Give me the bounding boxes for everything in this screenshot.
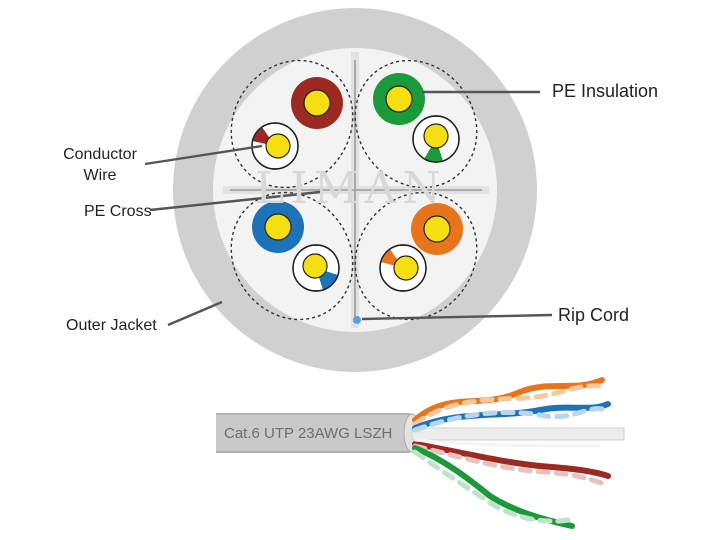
pair-outline-brown <box>230 59 354 189</box>
cable-print-text: Cat.6 UTP 23AWG LSZH <box>224 425 393 442</box>
label-pe-insulation: PE Insulation <box>552 81 659 101</box>
pair-outline-green <box>354 59 478 189</box>
label-conductor-wire: Conductor Wire <box>60 145 140 187</box>
leader-conductor <box>144 144 263 166</box>
pe-cross <box>223 52 489 328</box>
leader-rip-cord <box>361 313 553 321</box>
leader-outer-jacket <box>167 300 223 327</box>
watermark: LIMAN <box>255 163 447 214</box>
blue-pair <box>252 201 340 292</box>
brown-pair <box>251 77 343 170</box>
cable-cross-section <box>173 8 537 372</box>
cable-jacket <box>216 414 414 452</box>
leader-lines <box>144 90 553 327</box>
label-pe-cross: PE Cross <box>84 203 152 220</box>
pair-outline-blue <box>230 191 354 321</box>
green-pair <box>373 73 460 163</box>
orange-pair <box>379 203 463 292</box>
leader-pe-cross <box>149 190 321 212</box>
rip-cord <box>353 316 361 324</box>
label-conductor-wire-line2: Wire <box>83 166 117 184</box>
label-conductor-wire-line1: Conductor <box>63 146 137 163</box>
label-rip-cord: Rip Cord <box>558 305 630 325</box>
label-outer-jacket: Outer Jacket <box>66 317 157 334</box>
cable-illustration <box>216 377 625 529</box>
